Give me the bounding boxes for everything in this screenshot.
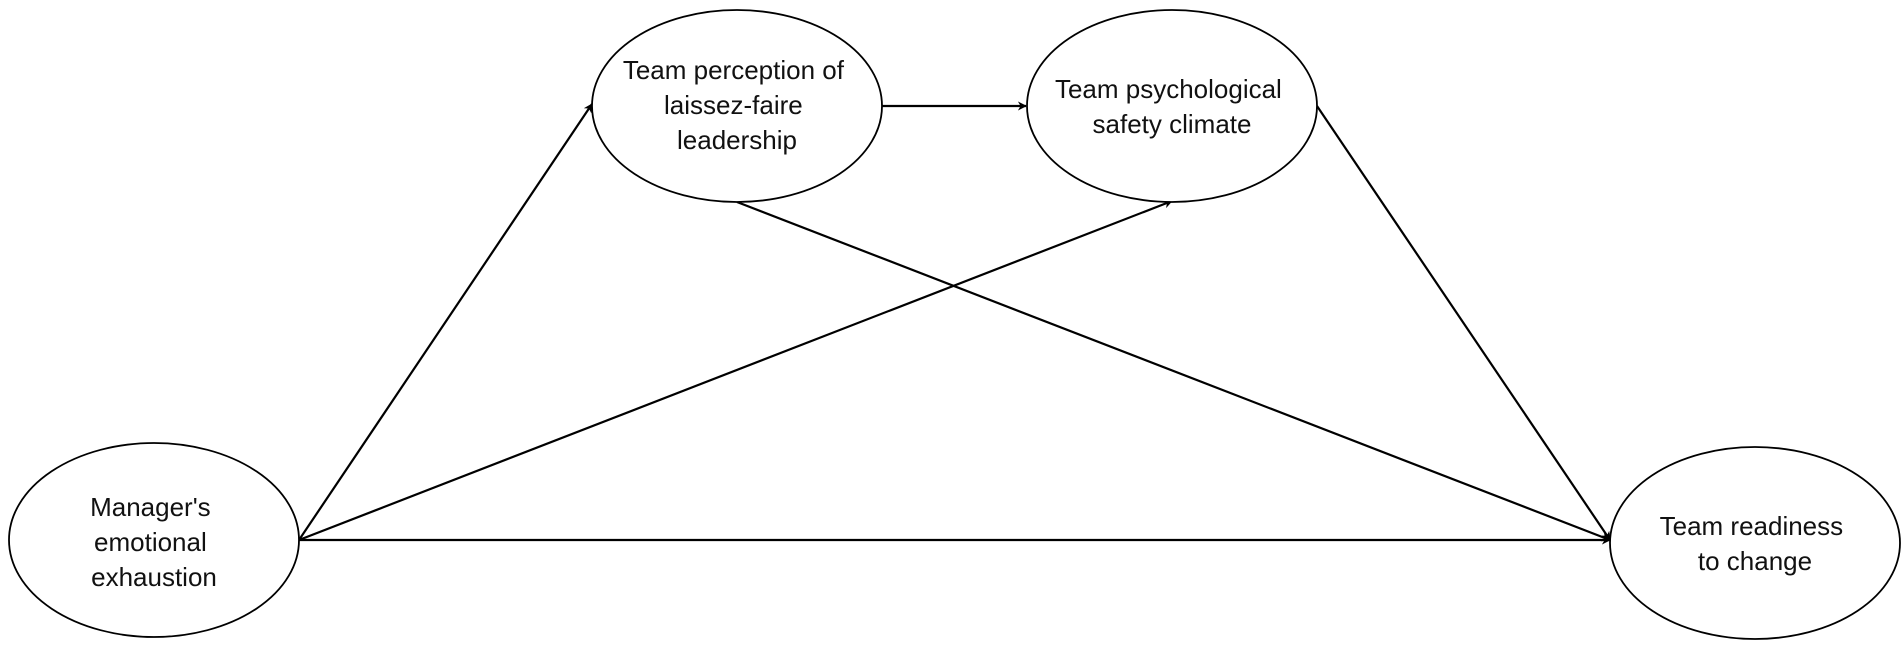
node-ellipse: [1609, 446, 1901, 640]
node-label: Team readiness to change: [1660, 511, 1851, 576]
node-label-line: emotional: [94, 527, 207, 557]
node-ellipse: [1026, 9, 1318, 203]
node-managers-emotional-exhaustion: Manager's emotional exhaustion: [8, 442, 300, 638]
node-label: Team psychological safety climate: [1055, 74, 1289, 139]
node-label-line: exhaustion: [91, 562, 217, 592]
node-label: Team perception of laissez-faire leaders…: [623, 55, 851, 155]
edge-laissez-to-readiness: [736, 200, 1611, 542]
node-team-perception-laissez-faire-leadership: Team perception of laissez-faire leaders…: [591, 9, 883, 203]
node-ellipse: [591, 9, 883, 203]
node-label-line: laissez-faire: [664, 90, 803, 120]
node-label: Manager's emotional exhaustion: [90, 492, 218, 592]
edge-exhaustion-to-laissez: [298, 103, 593, 541]
edges: [298, 101, 1611, 545]
edge-safety-to-readiness: [1316, 105, 1611, 541]
node-label-line: leadership: [677, 125, 797, 155]
node-ellipse: [8, 442, 300, 638]
edge-exhaustion-to-safety: [298, 199, 1173, 542]
node-label-line: Team perception of: [623, 55, 845, 85]
node-label-line: to change: [1698, 546, 1812, 576]
node-label-line: Team readiness: [1660, 511, 1844, 541]
node-label-line: Team psychological: [1055, 74, 1282, 104]
node-label-line: safety climate: [1093, 109, 1252, 139]
node-team-psychological-safety-climate: Team psychological safety climate: [1026, 9, 1318, 203]
node-team-readiness-to-change: Team readiness to change: [1609, 446, 1901, 640]
node-label-line: Manager's: [90, 492, 211, 522]
